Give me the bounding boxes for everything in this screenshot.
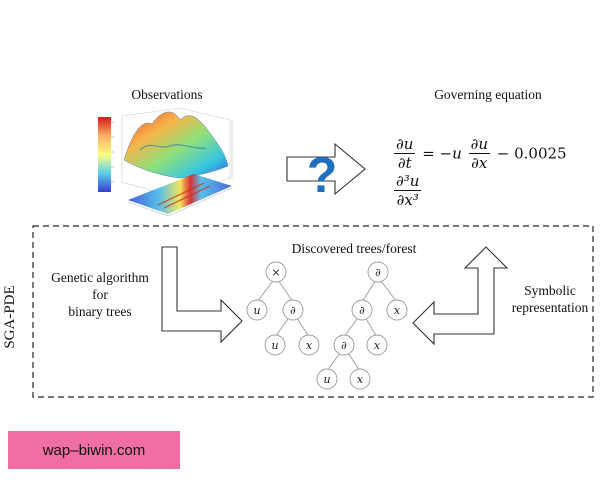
genetic-algorithm-label: Genetic algorithm for binary trees xyxy=(51,270,149,319)
observations-title: Observations xyxy=(131,87,203,102)
symbolic-representation-label: Symbolic representation xyxy=(511,283,589,315)
discovered-trees-title: Discovered trees/forest xyxy=(291,241,417,256)
tree1-left-text: u xyxy=(253,304,260,317)
tree1-left-node xyxy=(246,299,268,321)
tree2-ll-node xyxy=(333,334,355,356)
colorbar xyxy=(98,117,111,192)
tree2-left-node xyxy=(351,299,373,321)
tree2-llr-node xyxy=(349,368,371,390)
question-mark-icon: ? xyxy=(307,147,338,203)
tree2-lr-node xyxy=(366,334,388,356)
surface-shadow xyxy=(139,144,207,151)
l-arrow-up-icon xyxy=(412,246,509,346)
sga-pde-label: SGA-PDE xyxy=(2,285,18,349)
tree1-rr-node xyxy=(298,334,320,356)
axis-ticks xyxy=(127,120,233,217)
tree2-llr-text: x xyxy=(357,373,364,386)
tree-nodes xyxy=(246,261,408,390)
governing-equation-title: Governing equation xyxy=(434,87,542,102)
tree2-lll-text: u xyxy=(323,373,330,386)
observations-plot xyxy=(98,107,233,217)
tree2-lll-node xyxy=(316,368,338,390)
term2-fraction: ∂³u ∂x³ xyxy=(394,172,422,209)
tree2-lr-text: x xyxy=(374,339,381,352)
lhs-numerator: ∂u xyxy=(394,135,416,154)
colorbar-ticks xyxy=(111,121,114,183)
right-arrow-icon xyxy=(286,142,366,196)
tree2-right-node xyxy=(386,299,408,321)
watermark-text: wap–biwin.com xyxy=(42,441,146,459)
tree2-root-text: ∂ xyxy=(375,266,381,279)
floor-stripes xyxy=(157,182,211,209)
tree1-rr-text: x xyxy=(306,339,313,352)
watermark-banner: wap–biwin.com xyxy=(8,431,180,469)
tree1-root-node xyxy=(265,261,287,283)
term2-numerator: ∂³u xyxy=(394,172,422,191)
tree1-right-text: ∂ xyxy=(290,304,296,317)
tree1-rl-node xyxy=(264,334,286,356)
l-arrow-right-icon xyxy=(161,246,243,344)
tree2-root-node xyxy=(367,261,389,283)
lhs-denominator: ∂t xyxy=(397,154,412,172)
plot-box xyxy=(121,107,231,197)
term1-numerator: ∂u xyxy=(468,135,490,154)
sga-pde-frame xyxy=(32,225,594,398)
equals-term: = −u xyxy=(422,144,462,163)
minus-coefficient: − 0.0025 xyxy=(496,144,567,163)
term2-denominator: ∂x³ xyxy=(396,191,419,209)
tree1-right-node xyxy=(282,299,304,321)
term1-denominator: ∂x xyxy=(471,154,488,172)
governing-equation: ∂u ∂t = −u ∂u ∂x − 0.0025 ∂³u ∂x³ xyxy=(392,135,600,209)
tree2-right-text: x xyxy=(394,304,401,317)
tree2-left-text: ∂ xyxy=(359,304,365,317)
lhs-fraction: ∂u ∂t xyxy=(394,135,416,172)
tree1-root-text: × xyxy=(271,266,280,279)
term1-fraction: ∂u ∂x xyxy=(468,135,490,172)
tree2-ll-text: ∂ xyxy=(341,339,347,352)
tree1-rl-text: u xyxy=(271,339,278,352)
tree-2 xyxy=(326,276,398,372)
